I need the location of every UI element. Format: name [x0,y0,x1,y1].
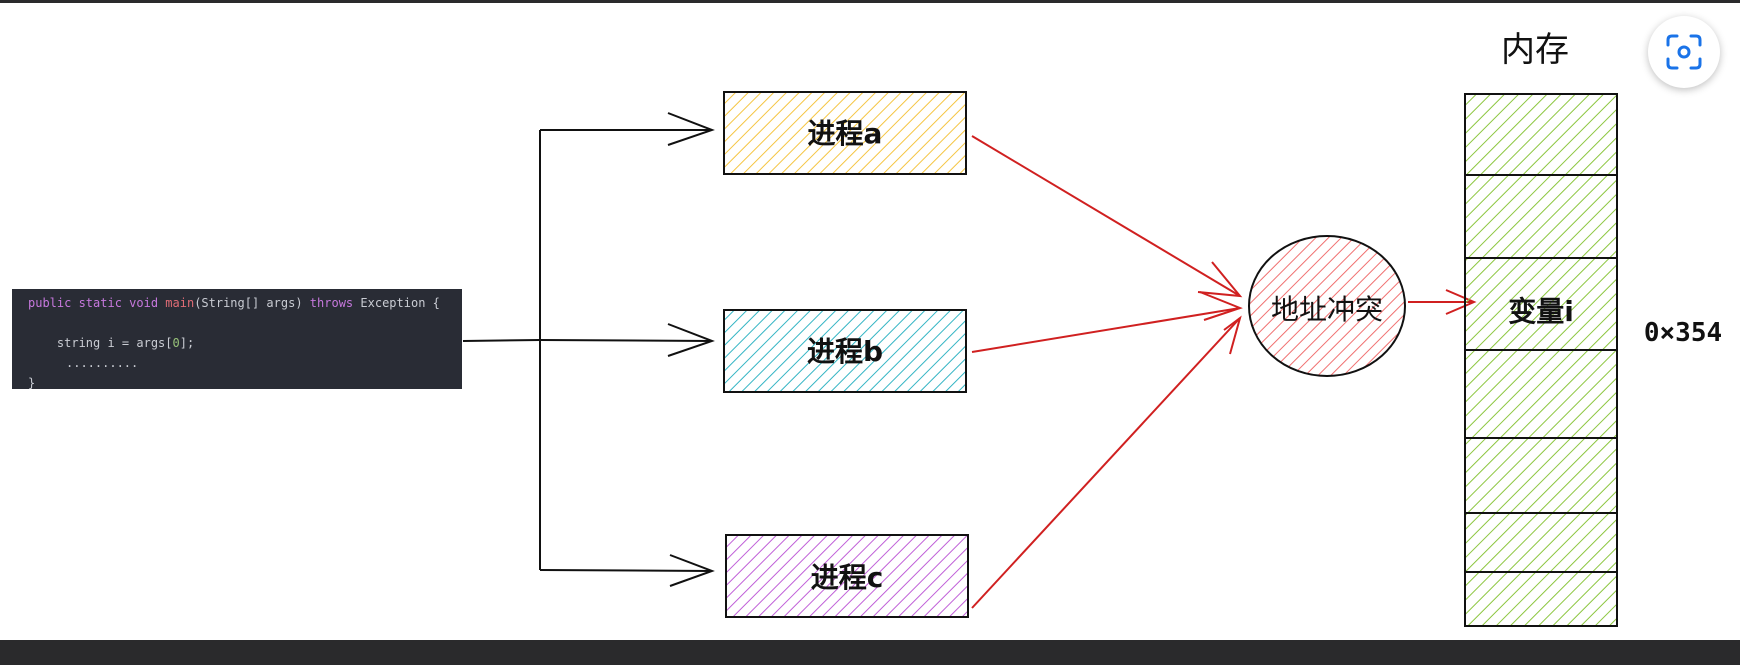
process-c-box [725,534,969,618]
lens-button[interactable] [1648,16,1720,88]
code-line-2: string i = args[0]; [56,336,195,350]
code-line-1: public static void main(String[] args) t… [28,296,440,310]
arrow-head-to-b [667,323,715,357]
conflict-circle [1248,235,1406,377]
top-border [0,0,1740,3]
arrow-head-to-c [669,554,715,587]
dispatch-connector [462,129,713,572]
arrow-c-to-conflict [971,315,1242,609]
memory-title: 内存 [1501,30,1569,70]
process-a-label: 进程a [807,117,883,150]
screen-search-icon [1666,34,1702,70]
process-b-box [723,309,967,393]
memory-dividers [1465,174,1617,573]
diagram-canvas: public static void main(String[] args) t… [0,0,1740,640]
bottom-bar [0,640,1740,665]
arrow-a-to-conflict [971,135,1243,298]
arrow-b-to-conflict [971,291,1243,353]
arrow-head-to-a [667,112,715,146]
code-line-3: .......... [66,356,139,370]
conflict-label: 地址冲突 [1270,293,1383,326]
code-snippet: public static void main(String[] args) t… [12,289,462,390]
memory-address: 0×354 [1643,318,1723,348]
code-line-4: } [28,376,36,390]
diagram-svg [462,91,1618,627]
process-a-box [723,91,967,175]
memory-column [1464,93,1618,627]
process-c-label: 进程c [810,561,884,594]
memory-variable-label: 变量i [1508,295,1574,328]
process-b-label: 进程b [806,335,884,368]
